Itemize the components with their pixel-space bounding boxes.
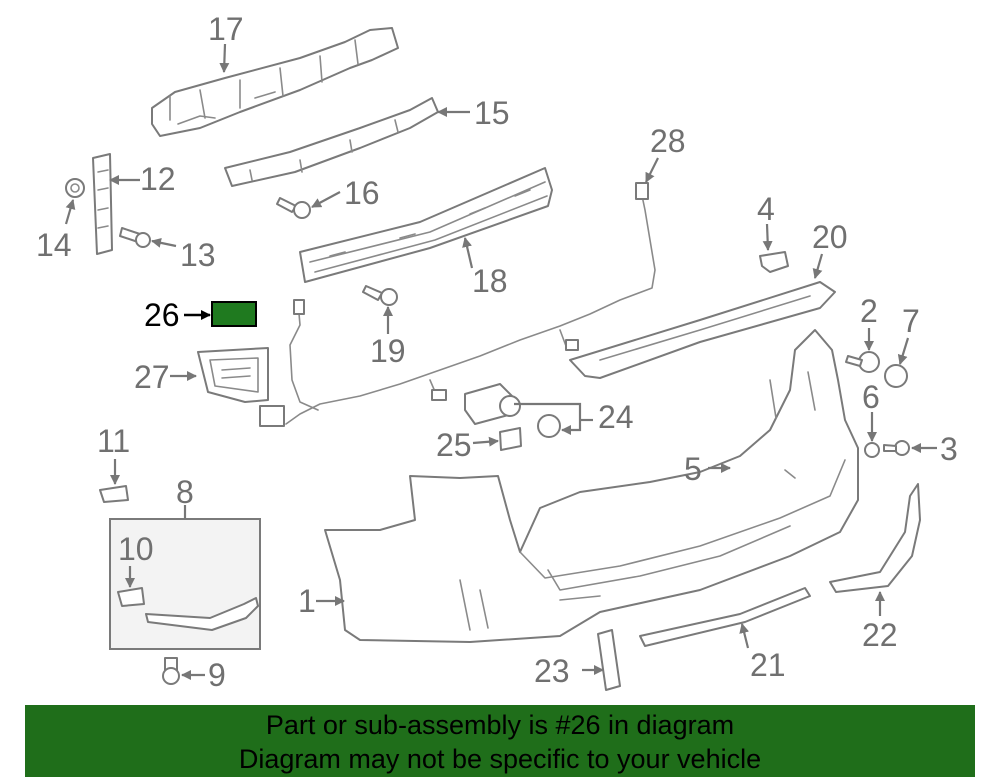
- leader-lines: [64, 43, 937, 680]
- label-8: 8: [176, 474, 194, 510]
- label-28: 28: [650, 123, 686, 159]
- parts-diagram: 17 15 12 14 13 16 28 4 20 18 19 2 7 6 3 …: [36, 11, 958, 693]
- part-26-module-highlighted[interactable]: [211, 301, 257, 327]
- part-19-bolt: [362, 285, 398, 306]
- part-7-cap: [884, 364, 908, 388]
- part-12-bracket: [92, 153, 113, 255]
- label-17: 17: [208, 11, 244, 47]
- label-13: 13: [180, 237, 216, 273]
- label-9: 9: [208, 657, 226, 693]
- part-11-clip: [99, 485, 129, 503]
- part-25-pad: [499, 427, 522, 451]
- label-19: 19: [370, 333, 406, 369]
- part-3-screw: [883, 440, 910, 456]
- part-2-fastener: [845, 351, 880, 373]
- label-10: 10: [118, 531, 154, 567]
- label-24: 24: [598, 399, 634, 435]
- label-27: 27: [134, 359, 170, 395]
- part-28-wiring-harness: [259, 182, 656, 427]
- part-16-bolt: [276, 197, 311, 219]
- label-3: 3: [940, 431, 958, 467]
- label-22: 22: [862, 617, 898, 653]
- part-1-bumper-cover: [324, 329, 859, 643]
- label-4: 4: [757, 191, 775, 227]
- label-25: 25: [436, 427, 472, 463]
- part-6-grommet: [864, 442, 880, 458]
- label-16: 16: [344, 175, 380, 211]
- part-8-bracket: [145, 597, 259, 631]
- part-10-clip: [117, 587, 145, 607]
- part-17-energy-absorber: [151, 27, 399, 137]
- label-20: 20: [812, 219, 848, 255]
- banner-line-2: Diagram may not be specific to your vehi…: [238, 744, 762, 774]
- label-6: 6: [862, 379, 880, 415]
- part-27-bracket: [197, 347, 269, 403]
- banner-line-1: Part or sub-assembly is #26 in diagram: [265, 710, 735, 740]
- part-13-bolt: [119, 227, 151, 248]
- part-15-bracket: [224, 97, 439, 187]
- label-12: 12: [140, 161, 176, 197]
- part-9-bolt: [162, 657, 180, 685]
- part-21-strip: [639, 587, 811, 647]
- label-23: 23: [534, 653, 570, 689]
- label-21: 21: [750, 647, 786, 683]
- label-7: 7: [902, 303, 920, 339]
- part-4-clip: [759, 251, 789, 273]
- part-23-reflector: [597, 629, 621, 691]
- label-1: 1: [298, 583, 316, 619]
- label-2: 2: [860, 293, 878, 329]
- label-11: 11: [97, 423, 130, 459]
- label-14: 14: [36, 227, 72, 263]
- part-18-impact-bar: [299, 167, 553, 283]
- part-14-grommet: [65, 178, 85, 198]
- part-24-sensor: [464, 383, 561, 438]
- part-20-molding: [569, 281, 836, 379]
- info-banner: Part or sub-assembly is #26 in diagram D…: [25, 705, 975, 777]
- label-26: 26: [144, 297, 180, 333]
- label-5: 5: [684, 451, 702, 487]
- part-22-molding: [829, 483, 921, 593]
- label-18: 18: [472, 263, 508, 299]
- label-15: 15: [474, 95, 510, 131]
